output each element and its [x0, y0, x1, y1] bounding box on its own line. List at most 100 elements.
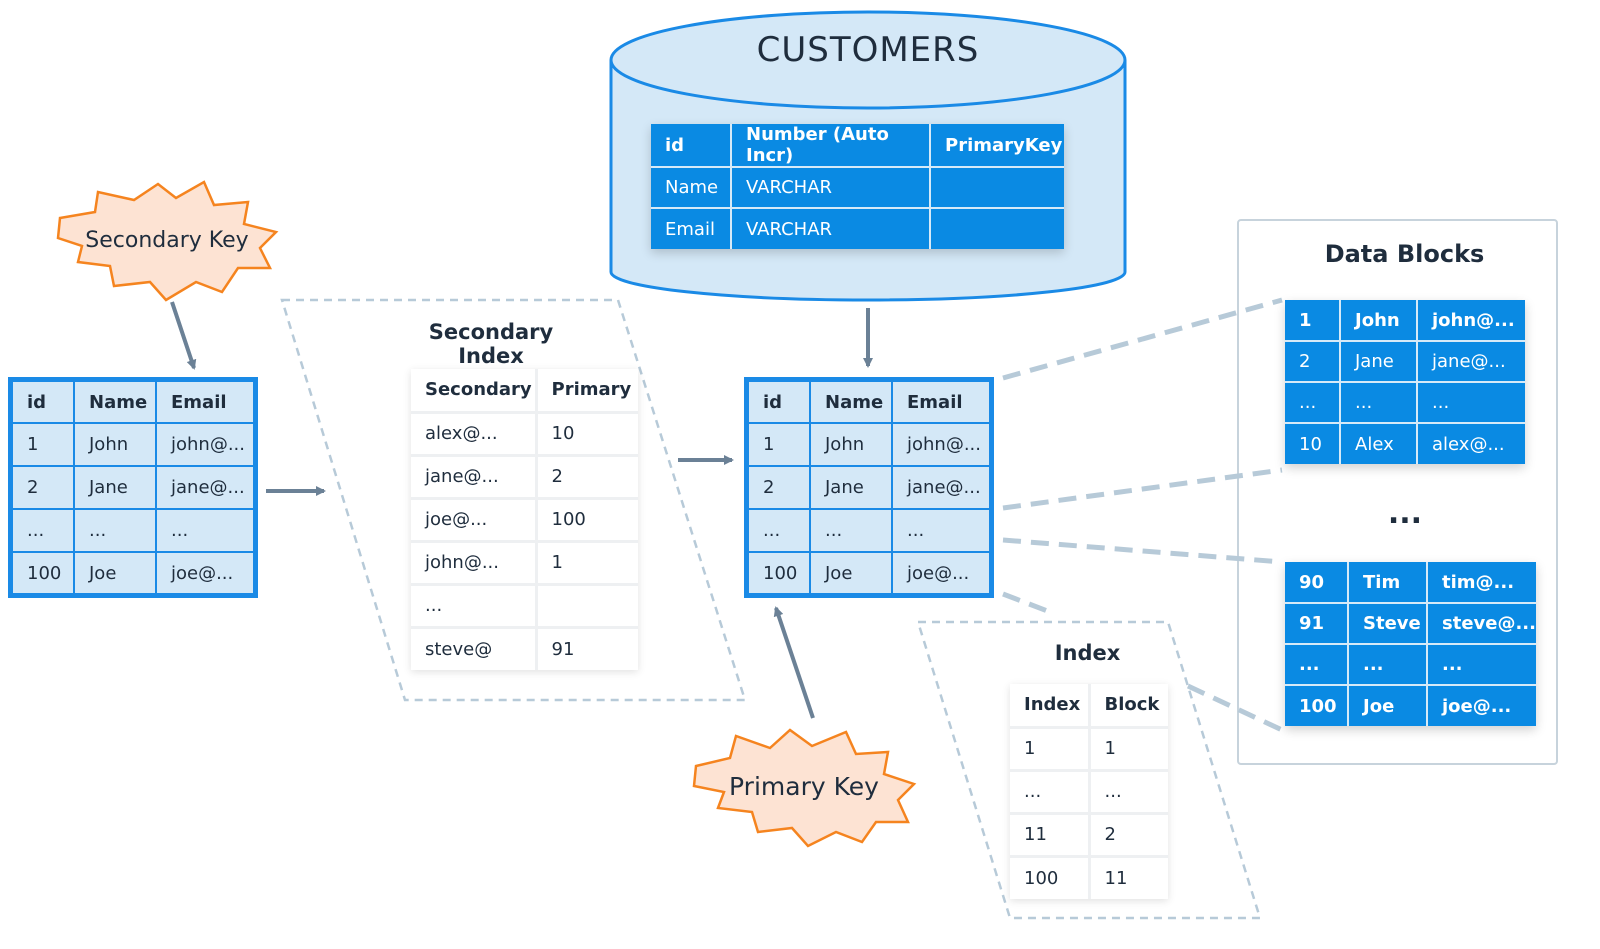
table-cell: alex@...	[1416, 422, 1525, 464]
table-cell: Joe	[1347, 684, 1428, 726]
table-cell: steve@...	[1426, 602, 1536, 645]
table-cell: jane@...	[155, 465, 255, 510]
table-cell: jane@...	[891, 465, 991, 510]
table-cell: ...	[1416, 381, 1525, 424]
table-cell: Jane	[809, 465, 893, 510]
table-cell: 100	[747, 551, 811, 595]
table-row: 90 Tim tim@...	[1285, 562, 1536, 604]
table-header: id	[747, 380, 811, 424]
table-cell: 1	[1010, 725, 1091, 772]
table-cell: 2	[534, 453, 638, 500]
table-cell: john@...	[891, 422, 991, 467]
block-connectors	[1002, 297, 1284, 733]
index-panel	[916, 620, 1262, 920]
table-row: id Name Email	[11, 380, 255, 424]
table-cell: 10	[534, 410, 638, 457]
table-cell: john@...	[411, 539, 538, 586]
table-cell: 11	[1010, 811, 1091, 858]
data-blocks-ellipsis: ...	[1387, 496, 1423, 531]
table-row: 100 Joe joe@...	[747, 551, 991, 595]
table-cell: 100	[11, 551, 75, 595]
table-cell: alex@...	[411, 410, 538, 457]
table-cell: Tim	[1347, 562, 1428, 604]
table-cell: ...	[155, 508, 255, 553]
table-cell: 2	[1087, 811, 1168, 858]
table-cell: Joe	[73, 551, 157, 595]
table-cell: John	[73, 422, 157, 467]
table-cell: ...	[11, 508, 75, 553]
table-header: Secondary	[411, 369, 538, 414]
table-cell: PrimaryKey	[929, 124, 1064, 168]
table-cell: 1	[747, 422, 811, 467]
main-table: id Name Email 1 John john@... 2 Jane jan…	[747, 380, 991, 595]
table-cell: 100	[534, 496, 638, 543]
table-row: jane@...2	[411, 453, 638, 500]
table-row: Name VARCHAR	[651, 166, 1064, 209]
table-row: john@...1	[411, 539, 638, 586]
table-cell: joe@...	[891, 551, 991, 595]
table-cell: id	[651, 124, 732, 168]
secondary-key-label: Secondary Key	[85, 228, 249, 253]
source-table: id Name Email 1 John john@... 2 Jane jan…	[11, 380, 255, 595]
table-cell	[534, 582, 638, 629]
table-row: id Number (Auto Incr) PrimaryKey	[651, 124, 1064, 168]
table-cell	[929, 207, 1064, 249]
primary-key-label: Primary Key	[729, 772, 879, 801]
table-cell: Email	[651, 207, 732, 249]
table-cell: Name	[651, 166, 732, 209]
primary-key-burst	[692, 728, 917, 848]
table-header: Primary	[534, 369, 638, 414]
secondary-index-table: Secondary Primary alex@...10 jane@...2 j…	[411, 369, 638, 670]
table-cell: 2	[747, 465, 811, 510]
table-header: Name	[809, 380, 893, 424]
table-header: Email	[891, 380, 991, 424]
table-cell: ...	[1010, 768, 1091, 815]
table-cell: 100	[1010, 854, 1091, 899]
secondary-key-burst	[56, 180, 279, 302]
table-row: 2 Jane jane@...	[11, 465, 255, 510]
table-cell: ...	[809, 508, 893, 553]
table-cell: VARCHAR	[730, 207, 931, 249]
table-cell: jane@...	[1416, 340, 1525, 383]
table-cell: ...	[1347, 643, 1428, 686]
data-blocks-title: Data Blocks	[1324, 240, 1485, 268]
table-row: 1 John john@...	[11, 422, 255, 467]
table-cell: ...	[1285, 643, 1349, 686]
table-cell: john@...	[155, 422, 255, 467]
table-cell: ...	[747, 508, 811, 553]
data-blocks-panel	[1237, 219, 1558, 765]
table-cell: 1	[534, 539, 638, 586]
table-cell: 2	[1285, 340, 1341, 383]
table-row: Email VARCHAR	[651, 207, 1064, 249]
table-cell: ...	[1285, 381, 1341, 424]
customers-schema-table: id Number (Auto Incr) PrimaryKey Name VA…	[651, 124, 1064, 249]
table-row: .........	[1285, 643, 1536, 686]
table-cell: tim@...	[1426, 562, 1536, 604]
table-row: ... ... ...	[747, 508, 991, 553]
table-cell: Steve	[1347, 602, 1428, 645]
table-cell: Jane	[1339, 340, 1418, 383]
table-cell: 90	[1285, 562, 1349, 604]
customers-title: CUSTOMERS	[756, 30, 980, 70]
table-cell: Alex	[1339, 422, 1418, 464]
table-row: ......	[1010, 768, 1168, 815]
table-cell: ...	[1087, 768, 1168, 815]
table-cell: 2	[11, 465, 75, 510]
table-row: ...	[411, 582, 638, 629]
table-cell: 1	[11, 422, 75, 467]
table-cell: ...	[1426, 643, 1536, 686]
table-row: 100 Joe joe@...	[11, 551, 255, 595]
table-cell: 100	[1285, 684, 1349, 726]
table-row: joe@...100	[411, 496, 638, 543]
table-cell: joe@...	[1426, 684, 1536, 726]
table-cell: 1	[1285, 300, 1341, 342]
table-row: Secondary Primary	[411, 369, 638, 414]
